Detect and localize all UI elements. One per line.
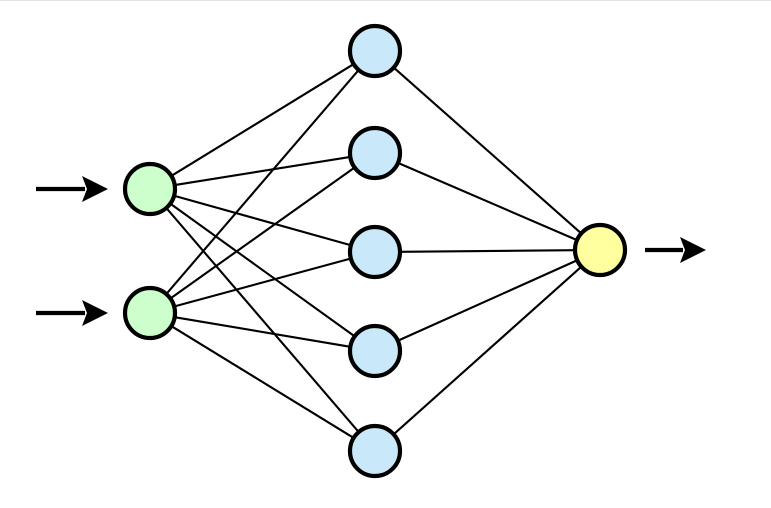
input-arrow-1-head-icon bbox=[82, 176, 108, 202]
input-arrow-2-head-icon bbox=[82, 300, 108, 326]
node-h1[interactable]: Hidden 1 bbox=[347, 23, 403, 79]
edge-i1-h1 bbox=[170, 63, 355, 177]
edge-i2-h5 bbox=[170, 325, 355, 439]
edge-h3-o1 bbox=[399, 249, 576, 253]
edge-i2-h3 bbox=[173, 257, 352, 308]
edge-h2-o1 bbox=[397, 161, 578, 242]
edge-i1-h3 bbox=[173, 194, 352, 247]
node-h3[interactable]: Hidden 3 bbox=[347, 224, 403, 280]
edge-h5-o1 bbox=[392, 265, 583, 436]
input-arrow-2 bbox=[36, 300, 108, 326]
node-h4[interactable]: Hidden 4 bbox=[347, 323, 403, 379]
edge-i2-h2 bbox=[169, 166, 356, 300]
nodes-group: Input 1 Input 2 Hidden 1 Hidden 2 Hidden 3 Hi… bbox=[122, 23, 628, 479]
edge-i1-h2 bbox=[174, 155, 351, 187]
node-o1[interactable]: Output 1 bbox=[572, 222, 628, 278]
edge-i1-h5 bbox=[165, 207, 360, 433]
edge-h1-o1 bbox=[393, 66, 582, 235]
io-arrows-group bbox=[36, 176, 706, 326]
node-i1[interactable]: Input 1 bbox=[122, 161, 178, 217]
input-arrow-1 bbox=[36, 176, 108, 202]
output-arrow-1 bbox=[645, 237, 706, 263]
node-h2[interactable]: Hidden 2 bbox=[347, 125, 403, 181]
node-h5[interactable]: Hidden 5 bbox=[347, 423, 403, 479]
edge-i2-h1 bbox=[165, 69, 360, 295]
edge-i2-h4 bbox=[174, 316, 351, 348]
edge-i1-h4 bbox=[169, 202, 356, 338]
edge-h4-o1 bbox=[397, 259, 578, 342]
node-i2[interactable]: Input 2 bbox=[122, 285, 178, 341]
output-arrow-1-head-icon bbox=[680, 237, 706, 263]
edges-group bbox=[165, 63, 583, 439]
